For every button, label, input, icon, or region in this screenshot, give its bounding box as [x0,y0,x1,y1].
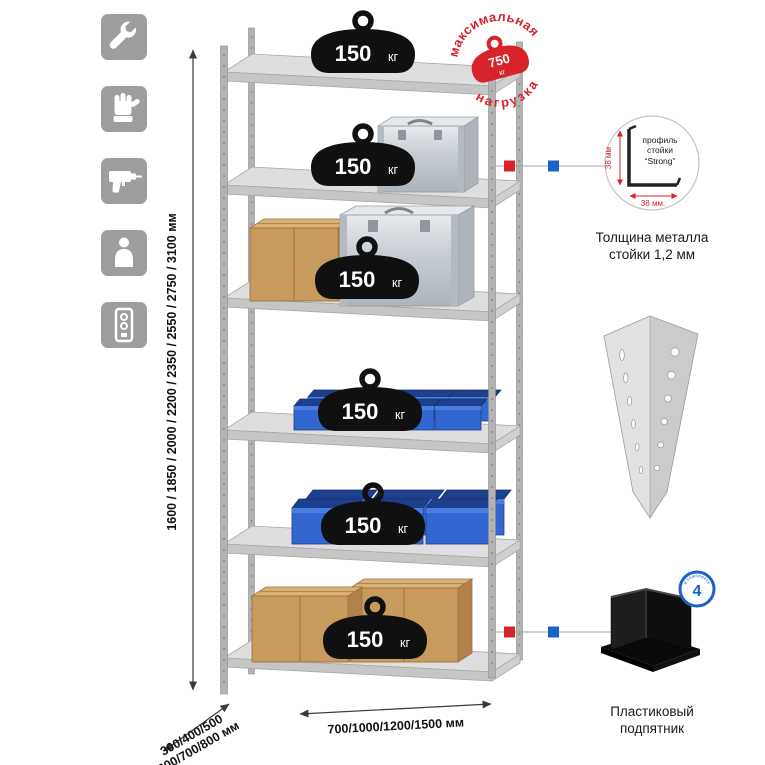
profile-dim-horizontal: 38 мм. [641,199,665,208]
svg-text:4: 4 [693,583,702,600]
profile-detail-callout: 38 мм 38 мм. профиль стойки “Strong” [604,115,700,211]
max-load-stamp: максимальная нагрузка 750 кг [437,0,546,118]
weight-badge: 150 кг [321,482,425,545]
red-marker-square [504,160,515,172]
svg-text:стойки 1,2 мм: стойки 1,2 мм [609,247,695,262]
svg-text:Пластиковый: Пластиковый [610,704,694,719]
height-dimension-label: 1600 / 1850 / 2000 / 2200 / 2350 / 2550 … [165,213,179,530]
blue-marker-square [548,160,559,172]
svg-text:кг: кг [392,276,402,290]
svg-text:150: 150 [335,41,372,66]
svg-text:стойки: стойки [647,145,673,155]
profile-caption: Толщина металла стойки 1,2 мм [596,230,709,262]
back-left-post [248,27,255,675]
svg-text:профиль: профиль [642,135,678,145]
included-count-badge: 4 в комплекте [678,570,716,608]
shelving-rack: 150 кг 150 кг 150 кг 150 кг 150 кг [220,10,523,695]
height-dimension: 1600 / 1850 / 2000 / 2200 / 2350 / 2550 … [165,49,197,691]
stamp-kettlebell-icon: 750 кг [471,35,529,83]
weight-badge: 150 кг [323,596,427,659]
person-icon [101,230,147,276]
svg-text:кг: кг [388,163,398,177]
width-dimension: 700/1000/1200/1500 мм [299,700,492,737]
svg-text:“Strong”: “Strong” [645,156,676,166]
weight-badge: 150 кг [318,368,422,431]
svg-text:подпятник: подпятник [620,721,684,736]
feature-icons-column [101,14,147,348]
weight-badge: 150 кг [311,123,415,186]
svg-text:150: 150 [339,267,376,292]
profile-dim-vertical: 38 мм [604,147,613,169]
svg-text:150: 150 [335,154,372,179]
svg-text:150: 150 [345,513,382,538]
svg-text:150: 150 [342,399,379,424]
wrench-icon [101,14,147,60]
profile-connector [495,160,605,172]
foot-caption: Пластиковый подпятник [610,704,694,736]
depth-dimension: 300/400/500 600/700/800 мм [155,703,242,765]
plastic-foot-image [601,587,700,672]
svg-text:кг: кг [398,522,408,536]
svg-text:750: 750 [487,51,512,71]
weight-badge: 150 кг [315,236,419,299]
foot-connector [495,626,614,638]
svg-text:кг: кг [498,67,506,77]
weight-badge: 150 кг [311,10,415,73]
svg-text:кг: кг [400,636,410,650]
blue-marker-square [548,626,559,638]
drill-icon [101,158,147,204]
svg-text:кг: кг [395,408,405,422]
level-icon [101,302,147,348]
front-left-post [220,45,228,695]
svg-text:Толщина металла: Толщина металла [596,230,709,245]
svg-text:кг: кг [388,50,398,64]
width-dimension-label: 700/1000/1200/1500 мм [327,715,464,736]
glove-icon [101,86,147,132]
red-marker-square [504,626,515,638]
svg-text:150: 150 [347,627,384,652]
upright-post-image [603,315,699,520]
